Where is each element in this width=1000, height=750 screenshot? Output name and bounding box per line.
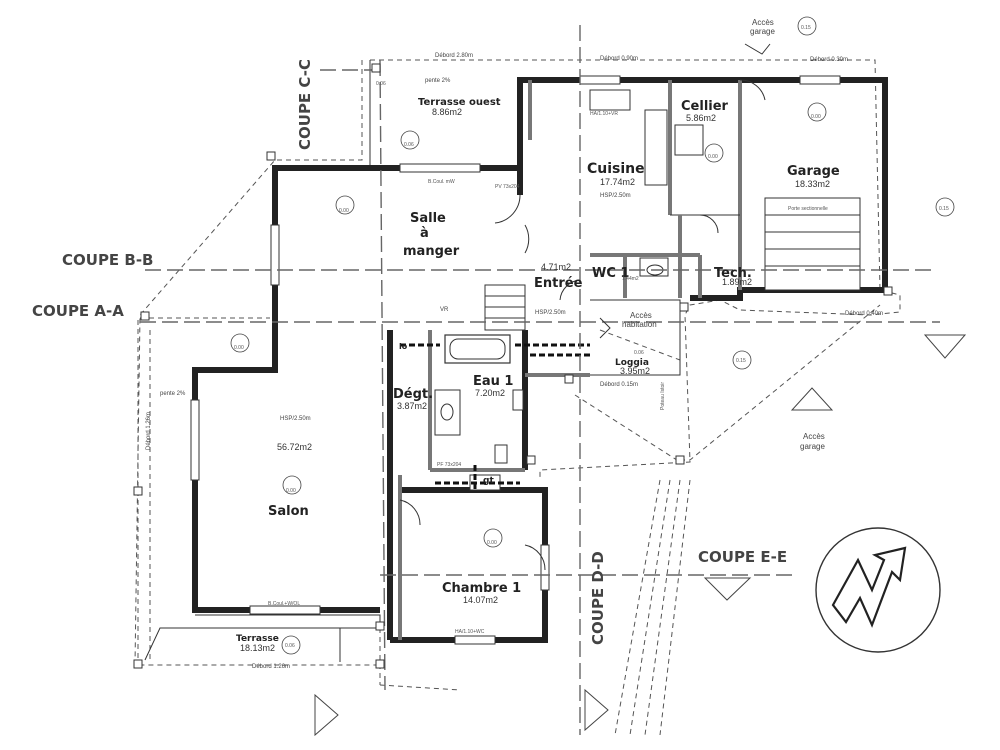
note-potelet: Poteau Istoir (660, 382, 666, 410)
stairs (484, 284, 526, 331)
room-label-degt: Dégt. (393, 387, 433, 402)
room-area-salon: 56.72m2 (277, 442, 312, 452)
note-debord-030: Débord 0.30m (810, 57, 848, 63)
note-bcoul-bottom: B.Coul.+W/OL (268, 601, 300, 607)
level-mark: 0.06 (404, 142, 414, 148)
access-garage-bottom-2: garage (800, 442, 825, 451)
room-label-salle-2: à (420, 226, 429, 241)
room-area-eau: 7.20m2 (475, 388, 505, 398)
room-label-loggia: Loggia (615, 358, 649, 368)
room-area-terrasse: 18.13m2 (240, 643, 275, 653)
roof-overhang-outline (134, 59, 901, 691)
section-label-cc: COUPE C-C (296, 59, 314, 150)
level-mark: 0.15 (801, 25, 811, 31)
room-area-entree: 4.71m2 (541, 262, 571, 272)
note-debord-126-side: Débord 1.26m (146, 412, 152, 450)
access-habitation-1: Accès (630, 311, 652, 320)
room-area-degt: 3.87m2 (397, 401, 427, 411)
level-mark: 0.00 (487, 540, 497, 546)
corner-posts (133, 63, 893, 669)
fixtures (434, 89, 704, 491)
level-mark: 0.15 (736, 358, 746, 364)
note-porte-sectionnelle: Porte sectionnelle (788, 206, 828, 212)
note-bcoul-top: B.Coul. mW (428, 179, 455, 185)
room-label-garage: Garage (787, 164, 840, 179)
note-debord-126: Débord 1.26m (252, 664, 290, 670)
access-habitation-2: habitation (622, 320, 657, 329)
room-label-chambre: Chambre 1 (442, 581, 521, 596)
room-label-salle-3: manger (403, 244, 460, 259)
room-label-cuisine: Cuisine (587, 161, 645, 177)
door-swings (399, 79, 766, 571)
access-garage-bottom-1: Accès (803, 432, 825, 441)
room-area-terrasse-ouest: 8.86m2 (432, 107, 462, 117)
level-mark: 0.15 (939, 206, 949, 212)
note-debord-090: Débord 0.90m (600, 56, 638, 62)
note-pv: PV 73x204 (495, 184, 520, 190)
access-garage-top-1: Accès (752, 18, 774, 27)
note-debord-280: Débord 2.80m (435, 53, 473, 59)
note-debord-015: Débord 0.15m (600, 382, 638, 388)
level-mark: 0.00 (286, 488, 296, 494)
level-mark: 0.00 (234, 345, 244, 351)
note-debord-040: Débord 0.40m (845, 311, 883, 317)
room-label-terrasse: Terrasse (236, 634, 279, 644)
north-arrow-icon (815, 527, 941, 653)
room-area-chambre: 14.07m2 (463, 595, 498, 605)
level-mark: 0.06 (376, 81, 386, 87)
note-hsp-2: HSP/2.50m (600, 193, 631, 199)
room-area-loggia: 3.95m2 (620, 366, 650, 376)
note-ha-kitchen: HA/1.10+VR (590, 111, 618, 117)
section-label-bb: COUPE B-B (62, 251, 154, 269)
note-hsp-1: HSP/2.50m (280, 416, 311, 422)
access-garage-top-arrow (744, 43, 771, 55)
driveway (614, 479, 691, 736)
room-area-cuisine: 17.74m2 (600, 177, 635, 187)
note-pente-1: pente 2% (425, 78, 451, 84)
section-label-aa: COUPE A-A (32, 302, 124, 320)
room-label-salle-1: Salle (410, 211, 446, 226)
room-area-tech: 1.89m2 (722, 277, 752, 287)
level-mark: 0.06 (634, 350, 644, 356)
access-garage-top-2: garage (750, 27, 775, 36)
level-mark: 0.00 (339, 208, 349, 214)
room-area-garage: 18.33m2 (795, 179, 830, 189)
room-label-salon: Salon (268, 504, 309, 519)
room-area-wc: 1.44m2 (622, 276, 639, 282)
room-label-tech: Tech. (714, 266, 752, 281)
level-markers: 0.06 0.00 0.00 0.00 0.06 0.00 0.15 0.15 … (230, 16, 955, 655)
note-pente-2: pente 2% (160, 391, 186, 397)
section-label-ee: COUPE E-E (698, 548, 787, 566)
level-mark: 0.00 (811, 114, 821, 120)
room-label-cellier: Cellier (681, 99, 729, 114)
note-hsp-3: HSP/2.50m (535, 310, 566, 316)
room-label-wc: WC 1 (592, 266, 629, 281)
room-label-eau: Eau 1 (473, 374, 513, 389)
section-arrows (314, 334, 967, 737)
room-label-terrasse-ouest: Terrasse ouest (418, 97, 501, 108)
section-lines (140, 25, 940, 735)
access-habitation-arrow (599, 317, 611, 339)
note-ha-chambre: HA/1.10+WC (455, 629, 485, 635)
note-pf: PF 73x204 (437, 462, 461, 468)
room-area-cellier: 5.86m2 (686, 113, 716, 123)
room-label-entree: Entrée (534, 276, 583, 291)
garage-door (764, 197, 861, 291)
level-mark: 0.06 (285, 643, 295, 649)
note-vr: VR (440, 307, 449, 313)
note-lo: lo (399, 342, 408, 351)
level-mark: 0.00 (708, 154, 718, 160)
note-gt: gt (483, 476, 494, 486)
section-label-dd: COUPE D-D (589, 551, 607, 645)
